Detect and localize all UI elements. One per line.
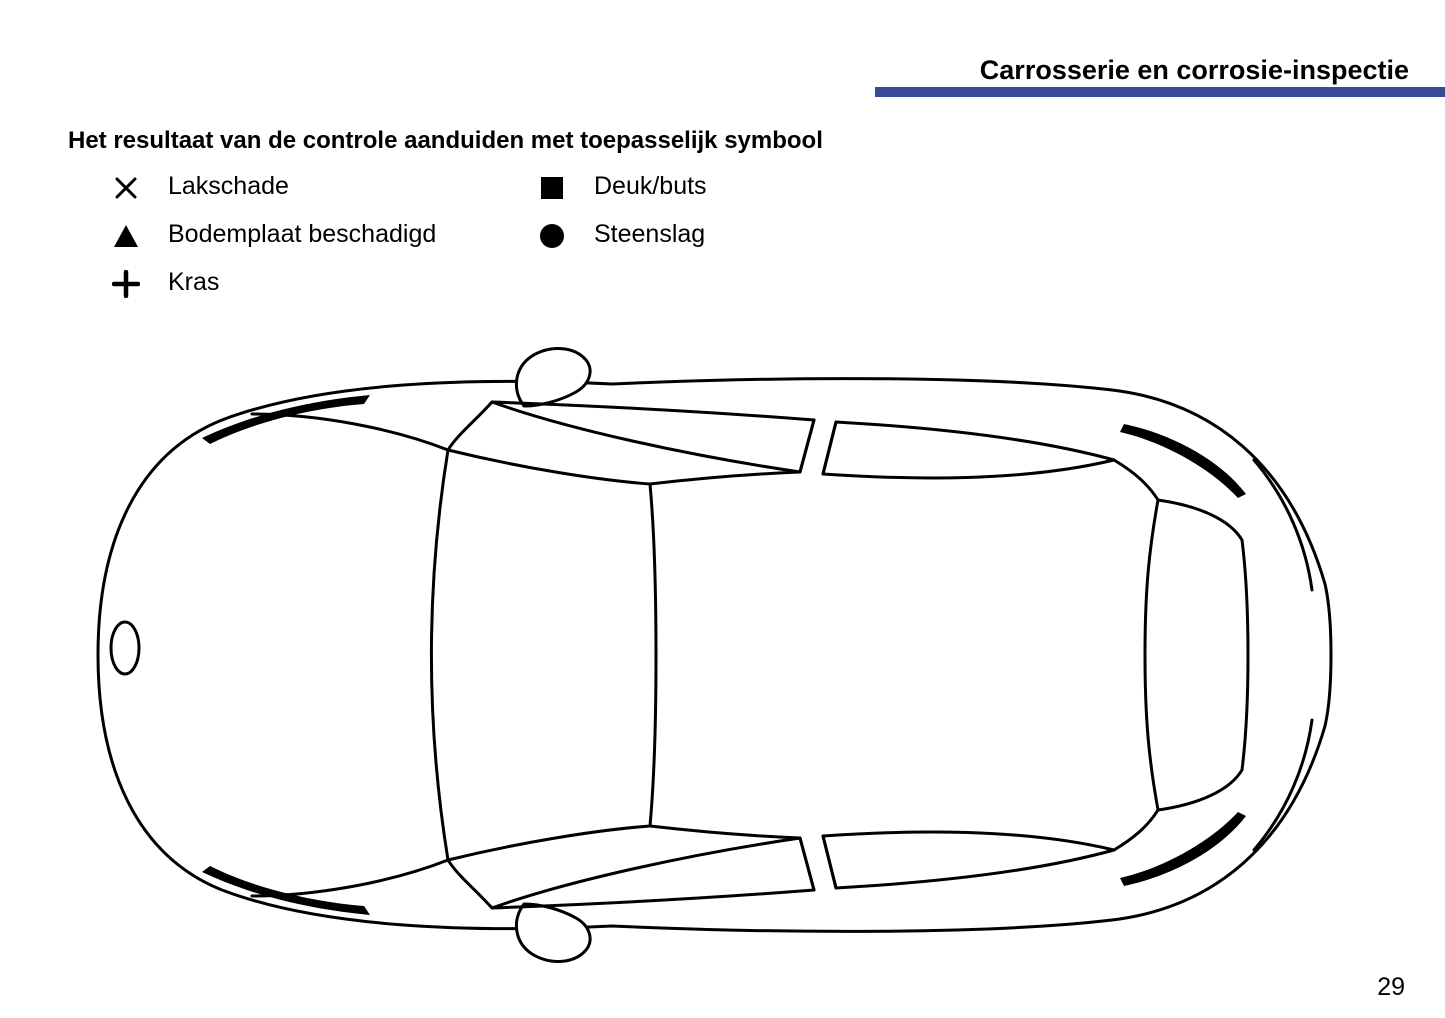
x-mark-icon [112, 174, 140, 202]
front-accent-bottom [202, 866, 370, 915]
roof-front-edge-bottom [648, 824, 802, 840]
side-mirror-bottom [515, 902, 592, 963]
filled-square-icon [538, 174, 566, 202]
a-pillar-top [446, 400, 494, 452]
plus-icon [112, 270, 140, 298]
legend-label-lakschade: Lakschade [168, 172, 289, 200]
header-accent-bar [875, 87, 1445, 97]
rear-accent-top [1120, 424, 1246, 498]
filled-circle-icon [538, 222, 566, 250]
side-mirror-top [515, 347, 592, 408]
c-pillar-top [1112, 458, 1160, 502]
b-pillar-top-1 [798, 418, 816, 474]
c-pillar-bottom [1112, 808, 1160, 852]
front-accent-top [202, 395, 370, 444]
page-title: Carrosserie en corrosie-inspectie [979, 55, 1409, 85]
page-number: 29 [1377, 973, 1405, 1001]
side-window-rear-top [821, 420, 1116, 480]
roof-front-edge-top [648, 470, 802, 486]
legend-label-bodemplaat: Bodemplaat beschadigd [168, 220, 437, 248]
front-emblem [109, 620, 141, 676]
side-window-rear-bottom [821, 830, 1116, 890]
hood-seam-bottom [250, 858, 450, 898]
car-top-view-diagram [96, 347, 1333, 963]
a-pillar-bottom [446, 858, 494, 910]
rear-hatch-curve-top [1252, 458, 1314, 592]
filled-triangle-icon [112, 222, 140, 250]
rear-hatch-curve-bottom [1252, 718, 1314, 852]
side-window-front-bottom [490, 836, 816, 910]
legend-label-deuk-buts: Deuk/buts [594, 172, 707, 200]
legend-label-kras: Kras [168, 268, 220, 296]
instruction-heading: Het resultaat van de controle aanduiden … [68, 127, 823, 154]
side-window-front-top [490, 400, 816, 474]
rear-accent-bottom [1120, 812, 1246, 886]
rear-window [1143, 498, 1250, 812]
hood-seam-top [250, 412, 450, 452]
b-pillar-bottom-1 [798, 836, 816, 892]
legend-label-steenslag: Steenslag [594, 220, 706, 248]
windshield [430, 448, 658, 862]
car-body-outline [96, 377, 1333, 933]
